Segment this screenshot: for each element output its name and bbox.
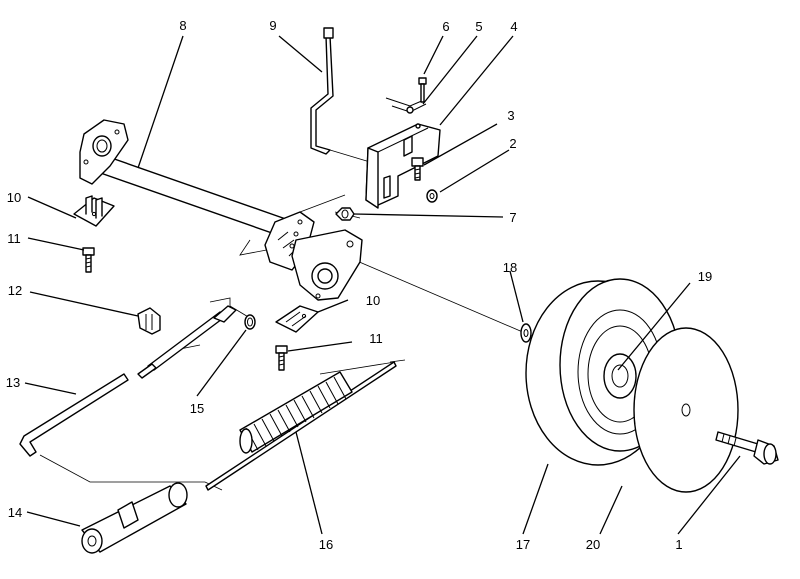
hubcap: [633, 327, 739, 493]
link-arm: [137, 305, 237, 379]
bolt-3: [411, 157, 424, 181]
nut-7: [335, 207, 355, 221]
wheel-bolt: [715, 431, 779, 465]
callout-19: 19: [698, 269, 712, 284]
leader-lines: [24, 35, 741, 535]
coil-spring: [239, 371, 353, 454]
screw-6: [418, 77, 427, 103]
handle-tube: [81, 482, 188, 554]
callout-20: 20: [586, 537, 600, 552]
clip-bracket-lower: [275, 305, 319, 333]
callout-14: 14: [8, 505, 22, 520]
spring-rod: [205, 361, 397, 491]
retaining-ring: [244, 314, 256, 330]
callout-1: 1: [675, 537, 682, 552]
callout-11-upper: 11: [7, 231, 21, 246]
callout-15: 15: [190, 401, 204, 416]
bolt-11-upper: [82, 247, 95, 273]
callout-8: 8: [179, 18, 186, 33]
small-pin: [415, 123, 421, 129]
callout-17: 17: [516, 537, 530, 552]
axle-tube: [79, 119, 363, 301]
callout-labels: 8 9 6 5 4 3 2 7 10 11 12 10 11 13 15 18 …: [6, 18, 712, 552]
callout-5: 5: [475, 19, 482, 34]
clip-bracket-upper: [73, 195, 115, 227]
callout-2: 2: [509, 136, 516, 151]
callout-4: 4: [510, 19, 517, 34]
spring-clip: [385, 97, 427, 114]
callout-13: 13: [6, 375, 20, 390]
latch-block: [137, 307, 161, 335]
callout-11-lower: 11: [369, 331, 383, 346]
l-rod: [19, 373, 129, 457]
washer-2: [426, 189, 438, 203]
mounting-bracket: [365, 123, 441, 209]
callout-3: 3: [507, 108, 514, 123]
callout-18: 18: [503, 260, 517, 275]
callout-10-lower: 10: [366, 293, 380, 308]
callout-10-upper: 10: [7, 190, 21, 205]
height-adjust-rod: [310, 27, 334, 155]
callout-7: 7: [509, 210, 516, 225]
spacer-washer: [520, 323, 532, 343]
callout-16: 16: [319, 537, 333, 552]
callout-6: 6: [442, 19, 449, 34]
bolt-11-lower: [275, 345, 288, 371]
callout-9: 9: [269, 18, 276, 33]
callout-12: 12: [8, 283, 22, 298]
